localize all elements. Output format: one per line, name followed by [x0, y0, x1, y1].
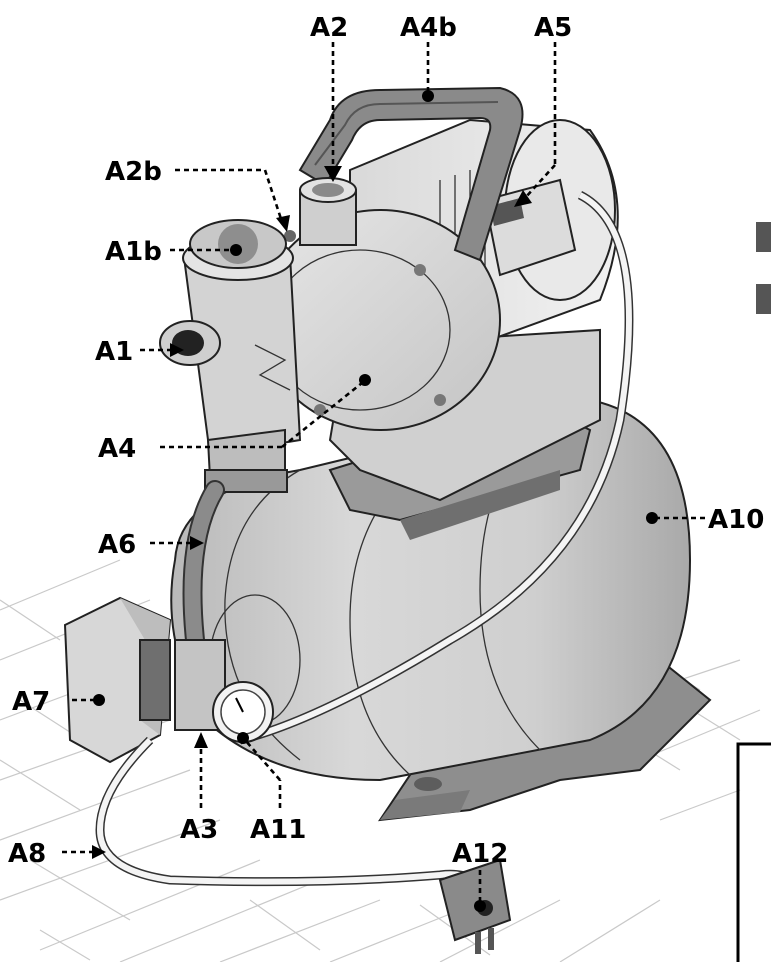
label-a4b: A4b — [400, 13, 457, 43]
label-a11: A11 — [250, 815, 306, 845]
leader-lines — [62, 42, 708, 912]
side-marker-1 — [756, 222, 771, 252]
label-a2: A2 — [310, 13, 348, 43]
label-a5: A5 — [534, 13, 572, 43]
label-a12: A12 — [452, 839, 508, 869]
label-a1b: A1b — [105, 237, 162, 267]
side-marker-2 — [756, 284, 771, 314]
filter-housing — [159, 219, 302, 493]
outlet-fitting — [284, 177, 357, 246]
pressure-gauge — [174, 639, 274, 743]
pump-housing — [259, 86, 619, 502]
label-a10: A10 — [708, 505, 764, 535]
label-a2b: A2b — [105, 157, 162, 187]
label-a7: A7 — [12, 687, 50, 717]
label-a6: A6 — [98, 530, 136, 560]
pressure-switch — [63, 596, 172, 764]
label-a4: A4 — [98, 434, 136, 464]
label-a3: A3 — [180, 815, 218, 845]
side-frame — [736, 742, 771, 962]
label-a1: A1 — [95, 337, 133, 367]
label-a8: A8 — [8, 839, 46, 869]
connection-hose — [182, 480, 225, 650]
